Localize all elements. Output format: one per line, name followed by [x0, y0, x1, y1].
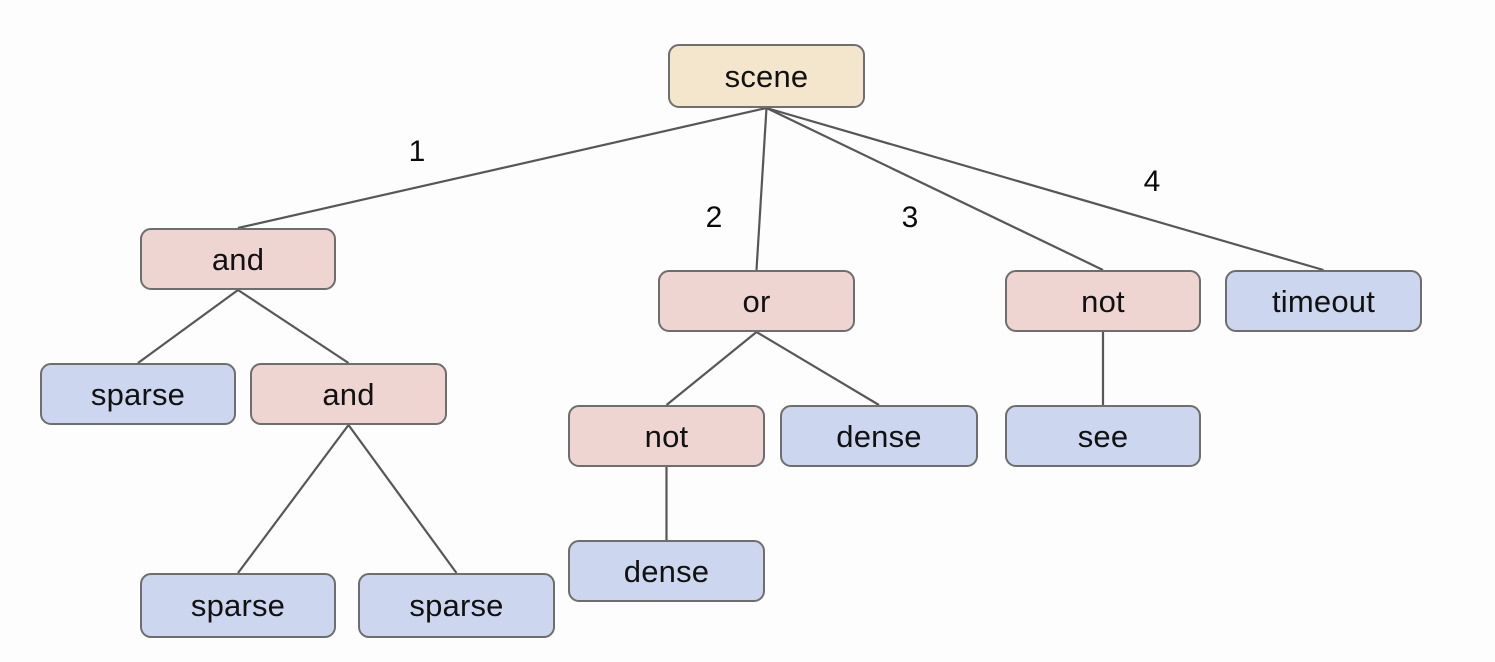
tree-node-label: and: [322, 376, 375, 412]
tree-node-and2[interactable]: and: [250, 363, 447, 425]
tree-node-or1[interactable]: or: [658, 270, 855, 332]
tree-node-label: dense: [623, 553, 710, 589]
tree-edge-scene-to-and1: [237, 106, 767, 230]
tree-edge-and2-to-sparse3: [347, 424, 458, 574]
edge-label-4: 4: [1143, 165, 1161, 198]
tree-node-label: sparse: [409, 588, 504, 623]
tree-edge-scene-to-timeout: [766, 106, 1324, 272]
tree-node-scene[interactable]: scene: [668, 44, 865, 108]
tree-node-and1[interactable]: and: [140, 228, 336, 290]
tree-edge-or1-to-not2: [665, 331, 758, 406]
tree-node-label: sparse: [90, 376, 186, 412]
tree-edge-and2-to-sparse2: [237, 424, 350, 574]
tree-node-sparse2[interactable]: sparse: [140, 573, 336, 638]
tree-edge-or1-to-dense1: [755, 331, 880, 406]
tree-edge-scene-to-or1: [755, 107, 768, 271]
tree-node-label: not: [1081, 283, 1125, 319]
tree-node-label: see: [1077, 418, 1129, 454]
tree-edge-scene-to-not3: [766, 107, 1104, 271]
tree-node-dense2[interactable]: dense: [568, 540, 765, 602]
tree-node-label: timeout: [1271, 283, 1376, 319]
tree-node-timeout[interactable]: timeout: [1225, 270, 1422, 332]
tree-node-see[interactable]: see: [1005, 405, 1201, 467]
tree-node-label: and: [211, 241, 265, 277]
tree-node-label: or: [742, 283, 771, 319]
tree-node-label: scene: [724, 58, 809, 94]
tree-node-not2[interactable]: not: [568, 405, 765, 467]
edge-label-1: 1: [408, 135, 426, 168]
tree-node-label: not: [644, 418, 689, 454]
tree-edge-and1-to-sparse1: [137, 289, 239, 364]
tree-node-label: dense: [836, 418, 922, 454]
tree-node-sparse1[interactable]: sparse: [40, 363, 236, 425]
tree-node-not3[interactable]: not: [1005, 270, 1201, 332]
tree-edge-and1-to-and2: [237, 289, 350, 364]
tree-node-dense1[interactable]: dense: [780, 405, 978, 467]
tree-node-sparse3[interactable]: sparse: [358, 573, 555, 638]
tree-node-label: sparse: [190, 588, 286, 623]
edge-label-2: 2: [705, 201, 723, 234]
edge-label-3: 3: [901, 201, 919, 234]
